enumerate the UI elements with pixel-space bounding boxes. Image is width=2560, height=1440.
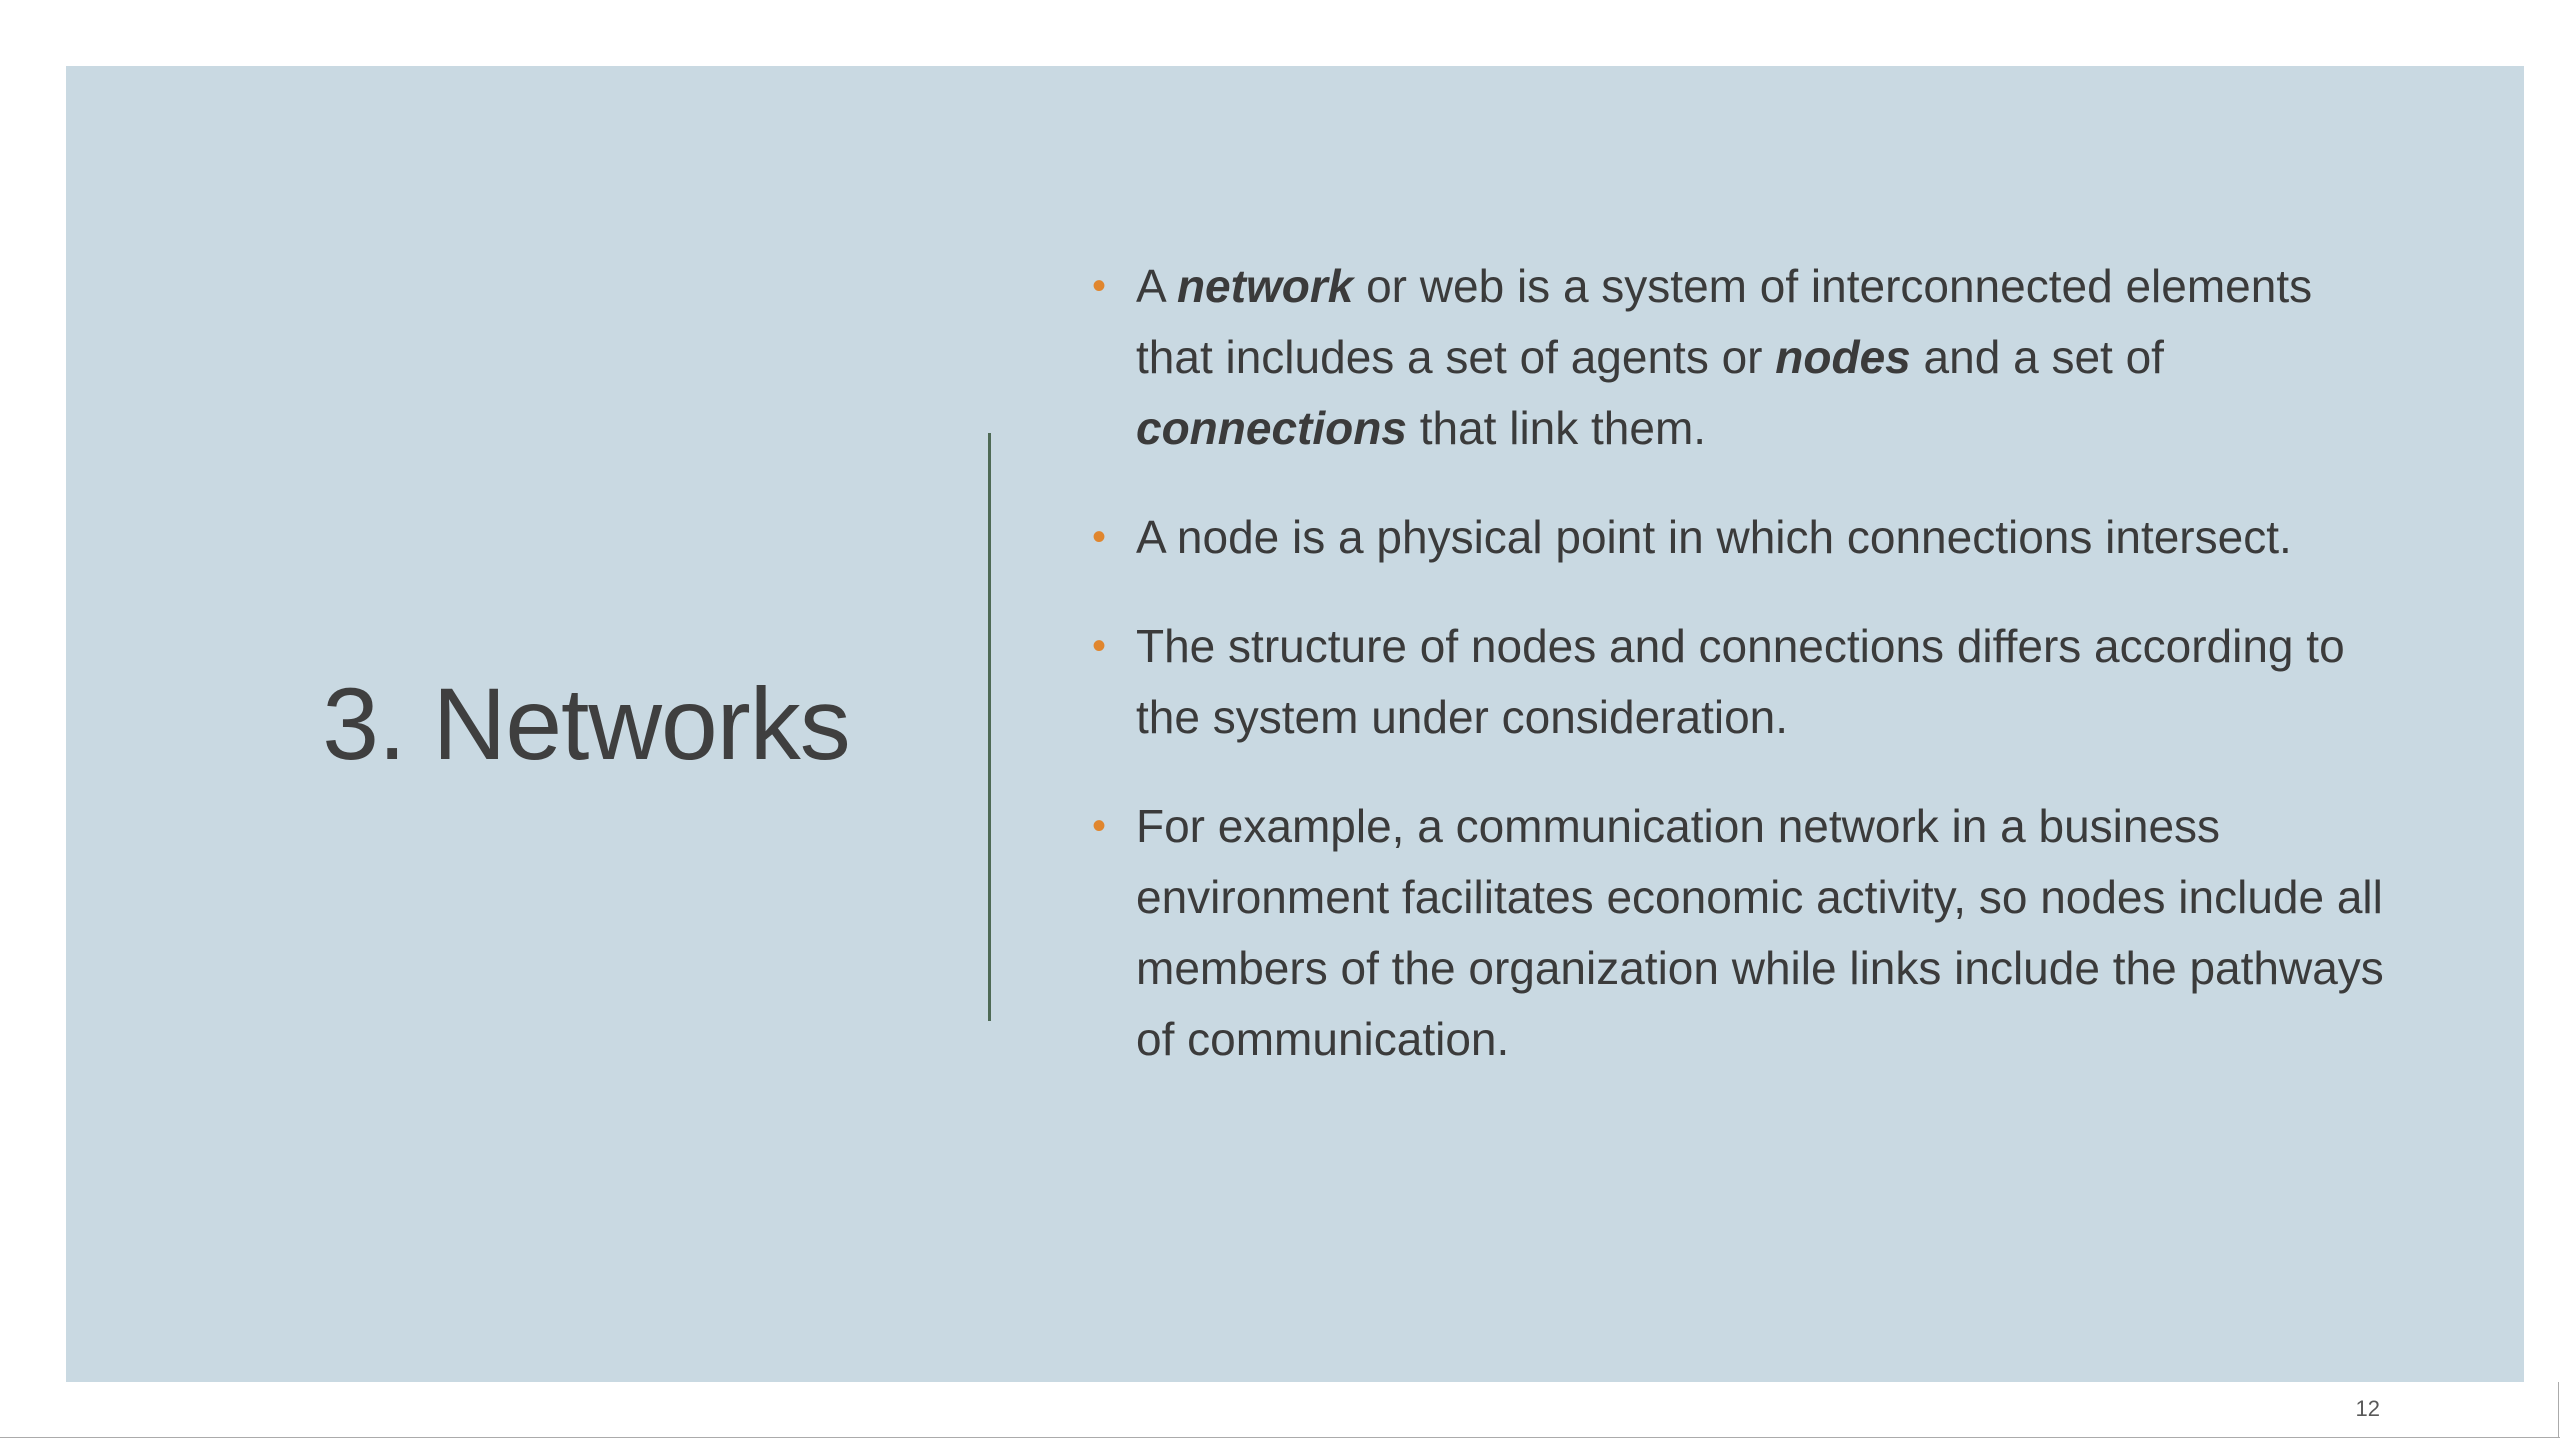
bullet-item: • The structure of nodes and connections … <box>1088 611 2398 753</box>
text-segment: For example, a communication network in … <box>1136 800 2384 1065</box>
text-segment: A <box>1136 260 1177 312</box>
bullet-icon: • <box>1092 804 1107 848</box>
bullet-item: • A node is a physical point in which con… <box>1088 502 2398 573</box>
text-segment-emphasis: connections <box>1136 402 1407 454</box>
text-segment-emphasis: network <box>1176 260 1354 312</box>
text-segment: and a set of <box>1910 331 2164 383</box>
bottom-edge-line <box>0 1437 2560 1438</box>
slide-body: • A network or web is a system of interco… <box>1088 251 2398 1113</box>
slide: 3. Networks • A network or web is a syste… <box>66 66 2524 1382</box>
right-edge-line <box>2558 1382 2559 1438</box>
text-segment-emphasis: nodes <box>1775 331 1911 383</box>
divider-line <box>988 433 991 1021</box>
text-segment: The structure of nodes and connections d… <box>1136 620 2345 743</box>
slide-title-area: 3. Networks <box>196 66 976 1382</box>
slide-title: 3. Networks <box>322 666 850 781</box>
bullet-item: • A network or web is a system of interco… <box>1088 251 2398 464</box>
bullet-icon: • <box>1092 264 1107 308</box>
bullet-item: • For example, a communication network in… <box>1088 791 2398 1075</box>
text-segment: that link them. <box>1406 402 1707 454</box>
bullet-icon: • <box>1092 624 1107 668</box>
bullet-icon: • <box>1092 515 1107 559</box>
text-segment: or web is a system of interconnected ele… <box>1136 260 2313 383</box>
page-number: 12 <box>2355 1396 2380 1421</box>
text-segment: A node is a physical point in which conn… <box>1136 511 2292 563</box>
